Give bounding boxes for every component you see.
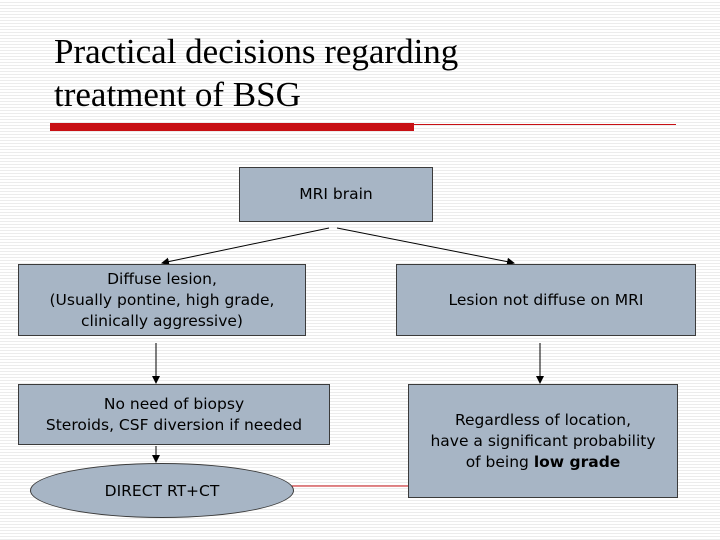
direct-rt-ct-ellipse: DIRECT RT+CT bbox=[30, 463, 294, 518]
title-underline-thick bbox=[50, 123, 414, 131]
mri-brain-label: MRI brain bbox=[299, 185, 373, 203]
diffuse-lesion-line-1: Diffuse lesion, bbox=[107, 269, 217, 288]
title-underline-thin bbox=[414, 124, 676, 125]
low-grade-emphasis: low grade bbox=[533, 452, 621, 471]
slide-title-line-2: treatment of BSG bbox=[54, 75, 301, 114]
diffuse-lesion-box: Diffuse lesion, (Usually pontine, high g… bbox=[18, 264, 306, 336]
no-biopsy-line-1: No need of biopsy bbox=[103, 394, 245, 413]
not-diffuse-label: Lesion not diffuse on MRI bbox=[448, 290, 644, 309]
direct-rt-ct-label: DIRECT RT+CT bbox=[104, 481, 220, 500]
slide-title-line-1: Practical decisions regarding bbox=[54, 32, 459, 71]
low-grade-line-2: have a significant probability bbox=[430, 431, 656, 450]
slide-title: Practical decisions regarding treatment … bbox=[54, 30, 654, 116]
no-biopsy-line-2: Steroids, CSF diversion if needed bbox=[45, 415, 303, 434]
not-diffuse-box: Lesion not diffuse on MRI bbox=[396, 264, 696, 336]
mri-brain-box: MRI brain bbox=[239, 167, 433, 222]
diffuse-lesion-line-3: clinically aggressive) bbox=[81, 311, 243, 330]
low-grade-box: Regardless of location, have a significa… bbox=[408, 384, 678, 498]
low-grade-line-1: Regardless of location, bbox=[454, 410, 632, 429]
arrow-mri-to-diffuse bbox=[161, 227, 330, 266]
diffuse-lesion-line-2: (Usually pontine, high grade, bbox=[49, 290, 275, 309]
low-grade-line-3-prefix: of being bbox=[465, 452, 534, 471]
arrow-mri-to-not-diffuse bbox=[336, 227, 515, 266]
low-grade-line-3: of being low grade bbox=[466, 452, 621, 473]
no-biopsy-box: No need of biopsy Steroids, CSF diversio… bbox=[18, 384, 330, 445]
